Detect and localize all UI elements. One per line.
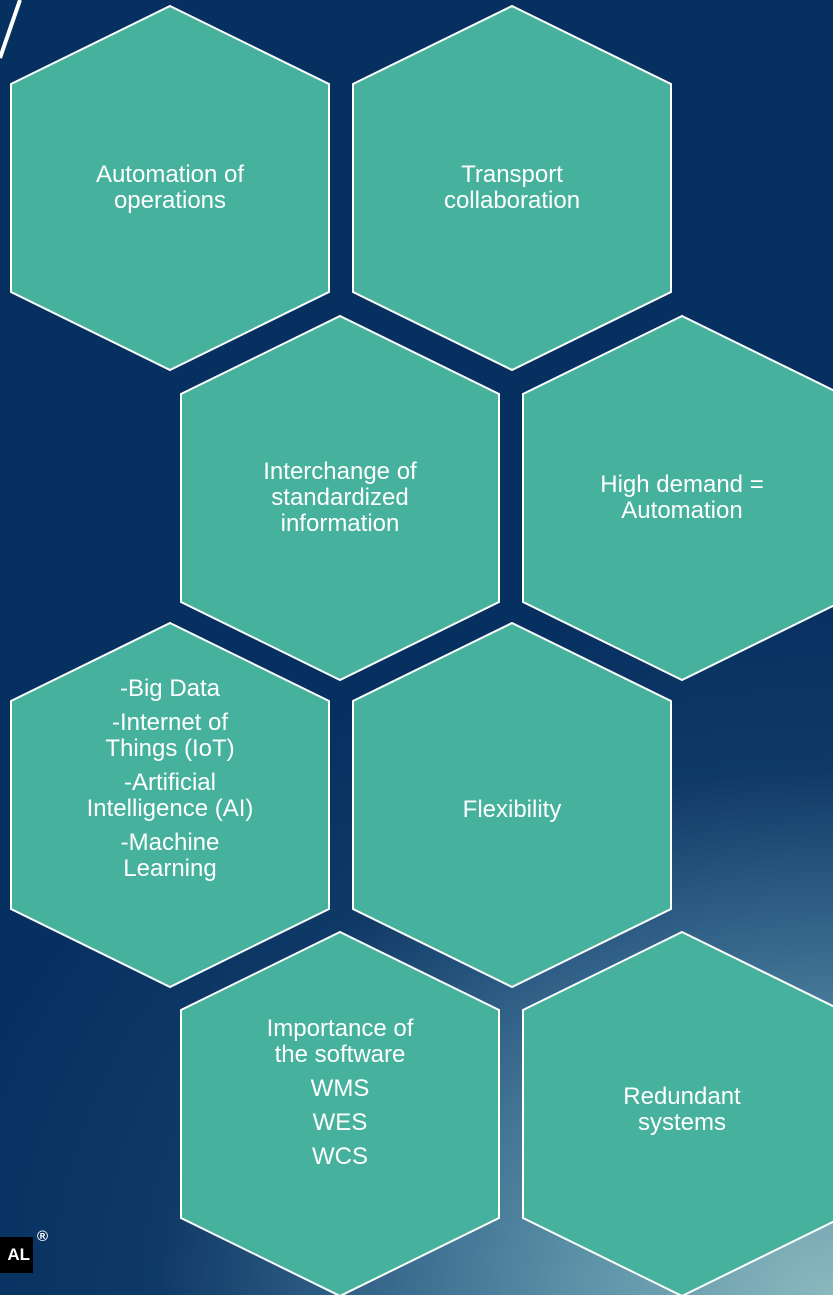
label-line: Interchange of — [263, 458, 417, 485]
hexagon-big-data-iot-ai-ml — [10, 621, 330, 989]
label-line: Automation — [621, 497, 743, 524]
hexagon-interchange-of-standardized-information — [180, 314, 500, 682]
label-line: Flexibility — [462, 796, 562, 823]
label-line: Things (IoT) — [105, 735, 235, 762]
label-line: WES — [312, 1109, 368, 1136]
label-line: -Artificial — [123, 769, 216, 796]
hexagon-label-flexibility: Flexibility — [372, 790, 652, 830]
hexagon-importance-of-software — [180, 930, 500, 1295]
label-line: Transport — [461, 161, 563, 188]
label-line: Automation of — [95, 161, 245, 188]
hexagon-label-redundant-systems: Redundant systems — [542, 1082, 822, 1138]
label-line: High demand = — [600, 471, 764, 498]
hexagon-label-big-data-iot-ai-ml: -Big Data -Internet of Things (IoT) -Art… — [30, 676, 310, 936]
hexagon-redundant-systems — [522, 930, 833, 1295]
label-line: Learning — [123, 855, 217, 882]
label-line: -Big Data — [119, 675, 221, 702]
label-line: -Internet of — [111, 709, 229, 736]
hexagon-label-automation-of-operations: Automation of operations — [30, 150, 310, 226]
label-line: standardized — [271, 484, 409, 511]
label-line: systems — [637, 1109, 726, 1136]
hexagon-label-interchange-of-standardized-information: Interchange of standardized information — [200, 446, 480, 550]
decorative-line — [0, 0, 22, 59]
label-line: -Machine — [120, 829, 220, 856]
brand-logo-text: AL — [7, 1245, 30, 1264]
hexagon-high-demand-automation — [522, 314, 833, 682]
label-line: the software — [274, 1041, 406, 1068]
hexagon-label-importance-of-software: Importance of the software WMS WES WCS — [200, 1016, 480, 1216]
label-line: operations — [113, 187, 227, 214]
label-line: information — [280, 510, 400, 537]
label-line: Redundant — [623, 1083, 741, 1110]
label-line: collaboration — [443, 187, 581, 214]
hexagon-flexibility — [352, 621, 672, 989]
label-line: Importance of — [266, 1015, 414, 1042]
hexagon-label-transport-collaboration: Transport collaboration — [372, 150, 652, 226]
brand-logo: AL — [0, 1237, 33, 1273]
hexagon-label-high-demand-automation: High demand = Automation — [542, 460, 822, 536]
hexagon-automation-of-operations — [10, 4, 330, 372]
label-line: WMS — [310, 1075, 370, 1102]
label-line: Intelligence (AI) — [86, 795, 254, 822]
hexagon-transport-collaboration — [352, 4, 672, 372]
label-line: WCS — [312, 1143, 368, 1170]
registered-mark: ® — [37, 1228, 49, 1245]
